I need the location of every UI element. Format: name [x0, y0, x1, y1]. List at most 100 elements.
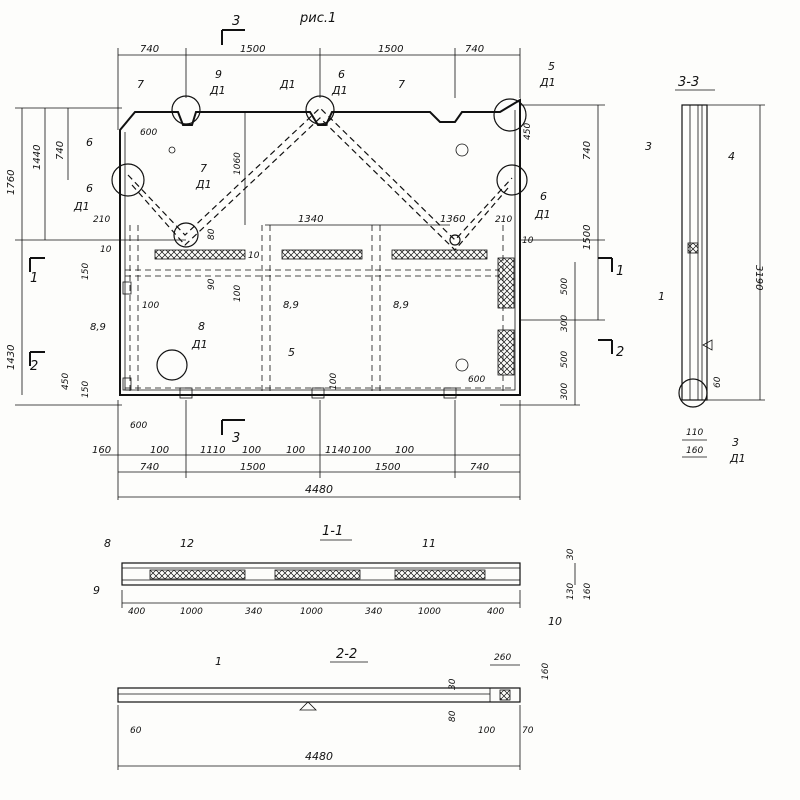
section-mark-1-left: 1: [30, 271, 38, 286]
s22-dim-4480: 4480: [305, 750, 333, 763]
dim-740-right: 740: [582, 141, 593, 160]
dim-1500-right: 1500: [582, 225, 593, 250]
panel-outline: [119, 98, 521, 396]
s11-label-12: 12: [180, 537, 194, 550]
dim-450: 450: [61, 373, 71, 390]
detail-circles: [111, 95, 528, 381]
s22-label-1: 1: [215, 655, 222, 668]
dim-600-bottom: 600: [130, 421, 147, 431]
s11-label-11: 11: [422, 537, 436, 550]
dim-1440: 1440: [32, 145, 43, 170]
section-3-3: [675, 89, 765, 458]
bottom-dim-labels: 160 100 1110 100 100 1140 100 100 740 15…: [92, 445, 489, 496]
callout-d1-5: Д1: [539, 76, 556, 89]
s22-dim-30: 30: [448, 678, 458, 690]
callout-d1-8: Д1: [191, 338, 208, 351]
dim-210-left: 210: [93, 215, 110, 225]
dim-100-d: 100: [352, 445, 371, 456]
dim-100-left: 100: [142, 301, 159, 311]
dim-300-r1: 300: [560, 315, 570, 332]
dim-4480-main: 4480: [305, 483, 333, 496]
dim-150-a: 150: [81, 263, 91, 280]
s11-dim-400a: 400: [128, 607, 145, 617]
dim-1340: 1340: [298, 214, 323, 225]
section-2-2: [117, 661, 521, 770]
callout-d1-6-left: Д1: [73, 200, 90, 213]
dim-1430: 1430: [6, 345, 17, 370]
s11-label-8: 8: [104, 537, 111, 550]
section-mark-3-top: 3: [232, 14, 240, 29]
dim-100-inner: 100: [233, 285, 243, 302]
callout-d1-7-mid: Д1: [195, 178, 212, 191]
s11-dim-160: 160: [583, 583, 593, 600]
dim-150-b: 150: [81, 381, 91, 398]
dim-10-right: 10: [522, 236, 534, 246]
dim-740-left: 740: [55, 141, 66, 160]
section-mark-1-right: 1: [616, 264, 624, 279]
dim-89-mid: 8,9: [283, 300, 299, 311]
s22-dim-70: 70: [522, 726, 534, 736]
s33-dim-60: 60: [713, 376, 723, 388]
dim-top-4: 740: [465, 44, 484, 55]
dim-1110: 1110: [200, 445, 225, 456]
dim-89-left: 8,9: [90, 322, 106, 333]
insulation-strips: [154, 242, 699, 376]
s22-dim-80: 80: [448, 710, 458, 722]
s22-dim-60: 60: [130, 726, 142, 736]
callout-d1-6-right: Д1: [534, 208, 551, 221]
dim-1760: 1760: [6, 170, 17, 195]
s11-label-9: 9: [93, 584, 100, 597]
section-11-title: 1-1: [322, 524, 343, 539]
s22-dim-260: 260: [494, 653, 511, 663]
right-dim-labels: 740 1500 500 300 500 300 10 600: [468, 141, 593, 400]
callout-7-right: 7: [398, 78, 405, 91]
dim-100-a: 100: [150, 445, 169, 456]
callout-7-left: 7: [137, 78, 144, 91]
s33-dim-110: 110: [686, 428, 703, 438]
callout-d1-6-top: Д1: [331, 84, 348, 97]
callout-labels: 9 Д1 6 Д1 7 5 Д1 7 6 Д1 6 Д1 7 Д1 6 Д1 8…: [73, 60, 556, 359]
s11-dim-1000a: 1000: [180, 607, 203, 617]
s11-dim-1000b: 1000: [300, 607, 323, 617]
dim-100-c: 100: [286, 445, 305, 456]
section-1-1: [121, 539, 576, 608]
dim-10-left: 10: [100, 245, 112, 255]
section-markers: [29, 29, 613, 435]
callout-6-left: 6: [86, 136, 93, 149]
callout-6-left-b: 6: [86, 182, 93, 195]
s11-dim-400b: 400: [487, 607, 504, 617]
callout-5-top: 5: [548, 60, 555, 73]
s33-dim-160: 160: [686, 446, 703, 456]
section-22-title: 2-2: [336, 647, 357, 662]
s33-label-1: 1: [658, 290, 665, 303]
dim-top-2: 1500: [240, 44, 265, 55]
left-dim-labels: 1760 1440 740 1430 150 450 150 10 8,9 10…: [6, 141, 159, 398]
dimension-lines-main: [15, 48, 605, 500]
dim-740-b2: 740: [470, 462, 489, 473]
callout-6-top: 6: [338, 68, 345, 81]
dim-top-1: 740: [140, 44, 159, 55]
s11-dim-340a: 340: [245, 607, 262, 617]
dim-100-b: 100: [242, 445, 261, 456]
s33-label-3b: 3: [732, 436, 739, 449]
dim-1060: 1060: [233, 152, 243, 175]
s11-dim-340b: 340: [365, 607, 382, 617]
dim-1500-b1: 1500: [240, 462, 265, 473]
callout-d1-9: Д1: [209, 84, 226, 97]
dim-1140: 1140: [325, 445, 350, 456]
section-33-title: 3-3: [678, 75, 699, 90]
callout-d1-center: Д1: [279, 78, 296, 91]
s22-dim-160: 160: [541, 663, 551, 680]
dim-top-3: 1500: [378, 44, 403, 55]
horizontal-beams: [125, 269, 515, 389]
s33-label-d1: Д1: [729, 452, 746, 465]
callout-8: 8: [198, 320, 205, 333]
s11-dim-30: 30: [566, 548, 576, 560]
dim-100-bottom: 100: [329, 373, 339, 390]
s33-dim-3190: 3190: [753, 265, 764, 290]
dim-80: 80: [207, 228, 217, 240]
s33-label-4: 4: [728, 150, 735, 163]
dim-740-b1: 740: [140, 462, 159, 473]
dim-450-top: 450: [523, 123, 533, 140]
